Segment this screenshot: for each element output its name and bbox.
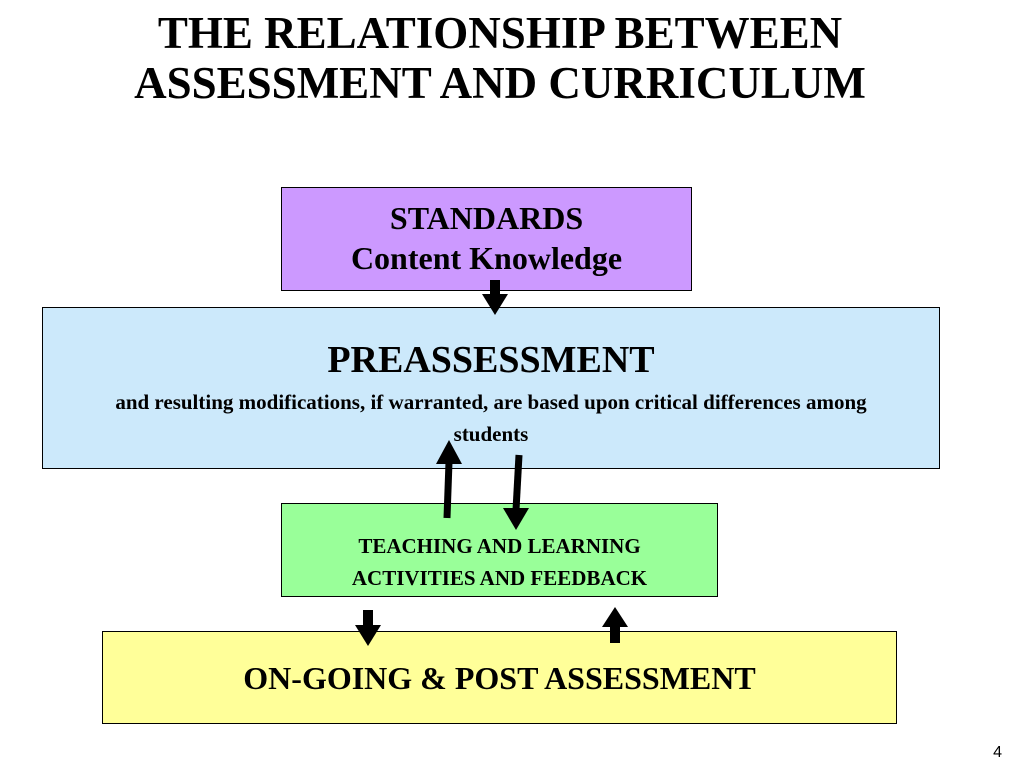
- standards-label: STANDARDS: [389, 200, 584, 236]
- teaching-line-1: TEACHING AND LEARNING: [358, 534, 641, 558]
- title-line-1: THE RELATIONSHIP BETWEEN: [157, 8, 843, 58]
- teaching-learning-box: TEACHING AND LEARNING ACTIVITIES AND FEE…: [281, 503, 718, 597]
- page-number: 4: [993, 744, 1002, 761]
- ongoing-post-assessment-box: ON-GOING & POST ASSESSMENT: [102, 631, 897, 724]
- content-knowledge-label: Content Knowledge: [350, 240, 623, 276]
- ongoing-label: ON-GOING & POST ASSESSMENT: [243, 660, 756, 696]
- standards-box: STANDARDS Content Knowledge: [281, 187, 692, 291]
- preassessment-box: PREASSESSMENT and resulting modification…: [42, 307, 940, 469]
- preassessment-subtext: and resulting modifications, if warrante…: [115, 390, 867, 446]
- slide-title: THE RELATIONSHIP BETWEEN ASSESSMENT AND …: [0, 8, 1000, 108]
- teaching-line-2: ACTIVITIES AND FEEDBACK: [351, 566, 648, 590]
- preassessment-heading: PREASSESSMENT: [327, 339, 655, 381]
- title-line-2: ASSESSMENT AND CURRICULUM: [134, 58, 866, 108]
